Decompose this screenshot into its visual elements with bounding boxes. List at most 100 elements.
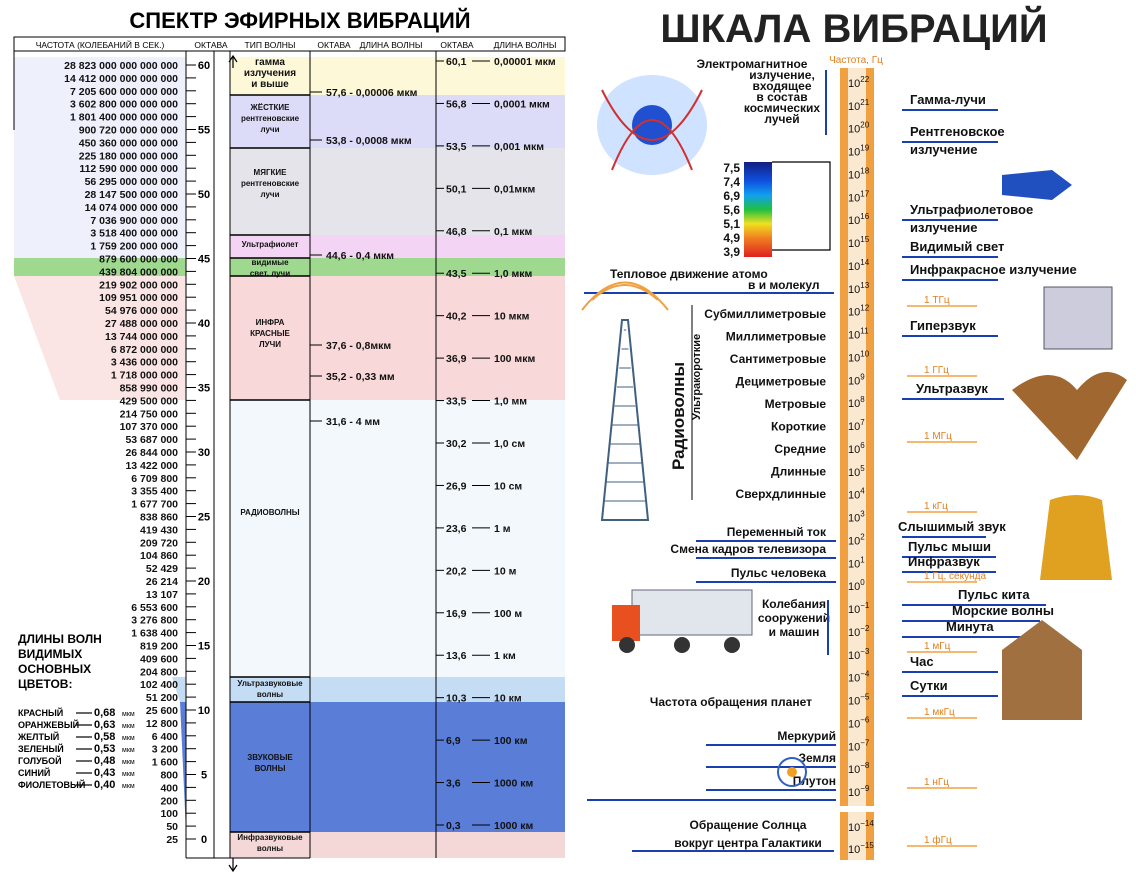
frequency-value: 1 718 000 000 [111, 370, 178, 382]
spectrum-bracket [772, 161, 831, 251]
frequency-value: 13 107 [146, 589, 178, 601]
frequency-value: 3 276 800 [131, 615, 178, 627]
power-label: 10−5 [848, 693, 870, 708]
scale-value: 7,4 [723, 175, 740, 189]
right-item-label: Час [910, 654, 934, 669]
wave-band [230, 57, 565, 95]
frequency-value: 219 902 000 000 [99, 279, 178, 291]
color-name: ОРАНЖЕВЫЙ [18, 719, 79, 730]
frequency-value: 26 214 [146, 576, 178, 588]
mid-length-value: 35,2 - 0,33 мм [326, 371, 395, 383]
wavelength-value: 1,0 мкм [494, 268, 533, 280]
radio-band-label: Средние [774, 442, 826, 456]
color-name: ЖЕЛТЫЙ [17, 731, 59, 742]
column-header: ОКТАВА [317, 40, 351, 50]
frequency-value: 450 360 000 000 000 [79, 137, 178, 149]
color-wavelength: 0,68 [94, 707, 115, 719]
frequency-value: 104 860 [140, 550, 178, 562]
wavelength-value: 1 км [494, 650, 516, 662]
frequency-value: 214 750 000 [120, 408, 179, 420]
frequency-value: 419 430 [140, 524, 178, 536]
octave-value: 26,9 [446, 480, 467, 492]
scale-value: 7,5 [723, 161, 740, 175]
radio-band-label: Дециметровые [736, 375, 827, 389]
slant-mask [14, 400, 180, 858]
frequency-value: 7 036 900 000 000 [90, 215, 178, 227]
color-unit: мкм [122, 723, 135, 730]
octave-label: 20 [198, 576, 210, 588]
frequency-value: 107 370 000 [120, 421, 179, 433]
left-item-label: Частота обращения планет [650, 695, 812, 709]
frequency-value: 1 677 700 [131, 499, 178, 511]
left-item-label: Плутон [793, 774, 836, 788]
color-wavelength: 0,53 [94, 743, 115, 755]
right-item-label: Минута [946, 619, 994, 634]
frequency-value: 13 744 000 000 [105, 331, 178, 343]
power-label: 10−4 [848, 670, 870, 685]
octave-value: 50,1 [446, 183, 467, 195]
wave-band [230, 235, 565, 258]
octave-label: 35 [198, 383, 210, 395]
wavelength-value: 1000 км [494, 778, 534, 790]
wave-band [230, 276, 565, 400]
power-label: 1010 [848, 349, 870, 364]
frequency-value: 7 205 600 000 000 000 [70, 86, 178, 98]
color-wavelength: 0,63 [94, 719, 115, 731]
power-label: 1021 [848, 98, 870, 113]
left-item-label: Земля [798, 751, 836, 765]
wavelength-value: 1,0 мм [494, 396, 527, 408]
octave-value: 40,2 [446, 311, 467, 323]
power-label: 1015 [848, 235, 870, 250]
color-unit: мкм [122, 735, 135, 742]
octave-label: 30 [198, 447, 210, 459]
frequency-value: 1 801 400 000 000 000 [70, 112, 178, 124]
mid-length-value: 37,6 - 0,8мкм [326, 340, 391, 352]
column-header: ТИП ВОЛНЫ [245, 40, 296, 50]
column-header: ОКТАВА [440, 40, 474, 50]
frequency-value: 1 759 200 000 000 [90, 241, 178, 253]
power-label: 1022 [848, 75, 870, 90]
column-header: ДЛИНА ВОЛНЫ [360, 40, 423, 50]
radio-band-label: Миллиметровые [726, 330, 827, 344]
frequency-value: 3 355 400 [131, 486, 178, 498]
cosmic-core [632, 105, 672, 145]
wave-band [230, 702, 565, 832]
power-label: 1014 [848, 258, 870, 273]
power-label: 1011 [848, 327, 869, 342]
color-unit: мкм [122, 771, 135, 778]
power-label: 1013 [848, 281, 870, 296]
wavelength-value: 100 мкм [494, 353, 535, 365]
wave-band [230, 258, 565, 276]
frequency-value: 3 200 [152, 744, 178, 756]
frequency-value: 50 [166, 821, 178, 833]
unit-label: 1 кГц [924, 501, 948, 512]
power-label: 1017 [848, 189, 870, 204]
wavelength-value: 10 м [494, 565, 517, 577]
wavelength-value: 100 м [494, 608, 522, 620]
right-item-label: Пульс кита [958, 587, 1030, 602]
octave-value: 33,5 [446, 396, 467, 408]
frequency-value: 112 590 000 000 000 [79, 163, 178, 175]
spectrum-bar [744, 162, 772, 257]
power-label: 10−3 [848, 647, 870, 662]
wave-band [230, 832, 565, 858]
scale-value: 4,9 [723, 231, 740, 245]
power-label: 10−14 [848, 819, 874, 834]
power-label: 1018 [848, 166, 870, 181]
frequency-value: 429 500 000 [120, 395, 179, 407]
color-name: ГОЛУБОЙ [18, 755, 62, 766]
power-label: 10−6 [848, 715, 870, 730]
frequency-value: 858 990 000 [120, 383, 179, 395]
frequency-value: 52 429 [146, 563, 178, 575]
radio-band-label: Субмиллиметровые [704, 307, 826, 321]
frequency-value: 3 436 000 000 [111, 357, 178, 369]
power-label: 101 [848, 555, 865, 570]
octave-label: 10 [198, 705, 210, 717]
